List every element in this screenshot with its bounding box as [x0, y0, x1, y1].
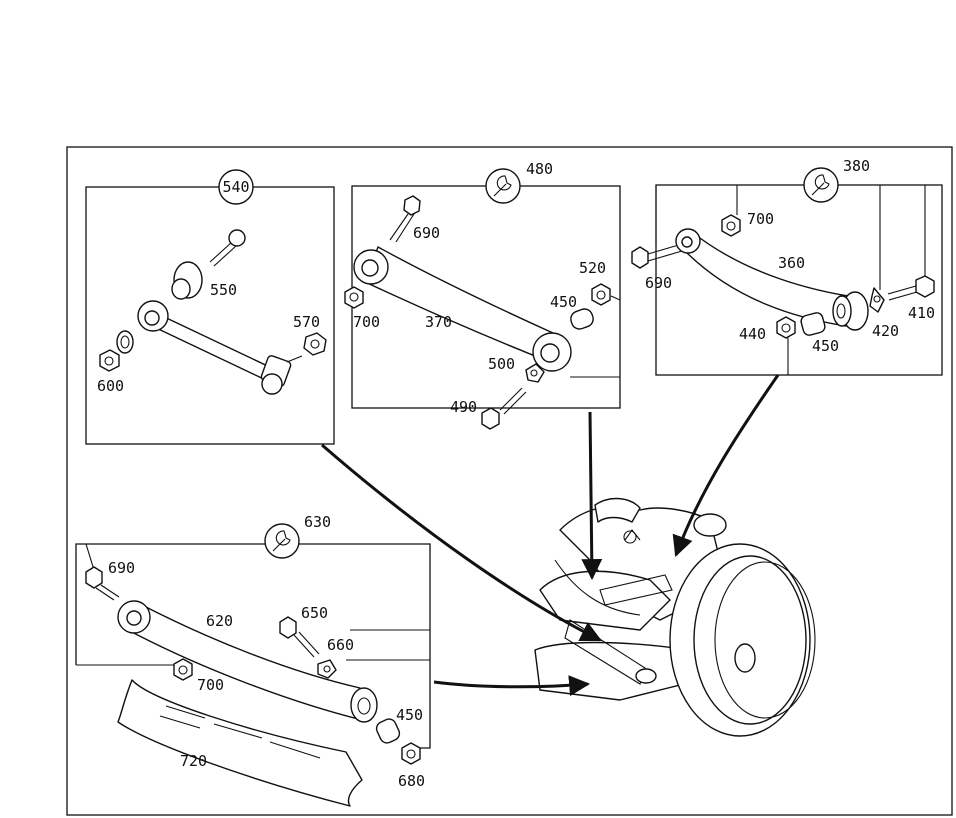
- bushing-450-a: [570, 308, 594, 330]
- callout-540: 540: [222, 178, 249, 196]
- outer-frame: [66, 146, 953, 816]
- group-380-box: [655, 184, 943, 376]
- rear-axle-assembly: [534, 497, 816, 737]
- callout-490: 490: [450, 398, 477, 416]
- nut-700-c: [173, 658, 193, 681]
- callout-700-a: 700: [353, 313, 380, 331]
- eccentric-washer-660: [317, 659, 337, 679]
- group-540-symbol: [218, 169, 254, 205]
- callout-680: 680: [398, 772, 425, 790]
- nut-680: [401, 742, 421, 765]
- callout-520: 520: [579, 259, 606, 277]
- group-480: 480 690 700 370 520: [344, 160, 621, 430]
- callout-380: 380: [843, 157, 870, 175]
- group-630-symbol: [264, 523, 300, 559]
- callout-660: 660: [327, 636, 354, 654]
- arrow-480: [581, 411, 603, 581]
- group-380: 380 700 690 360 420: [631, 157, 943, 376]
- group-630-box: [75, 543, 431, 749]
- bolt-550: [209, 229, 246, 267]
- callout-690-c: 690: [108, 559, 135, 577]
- bolt-410: [887, 275, 935, 301]
- cover-plate-720: [117, 679, 363, 807]
- bolt-690-b: [631, 243, 683, 269]
- arrow-380: [672, 374, 780, 557]
- callout-440: 440: [739, 325, 766, 343]
- control-arm-360: [675, 228, 869, 331]
- wrench-icon: [493, 175, 512, 197]
- callout-410: 410: [908, 304, 935, 322]
- group-380-symbol: [803, 167, 839, 203]
- nut-520: [591, 283, 611, 306]
- control-arm-620: [117, 600, 378, 723]
- bolt-650: [279, 616, 320, 658]
- callout-570: 570: [293, 313, 320, 331]
- nut-700-b: [721, 214, 741, 237]
- callout-360: 360: [778, 254, 805, 272]
- callout-700-b: 700: [747, 210, 774, 228]
- callout-720: 720: [180, 752, 207, 770]
- bolt-490: [481, 387, 527, 430]
- arrow-540: [321, 443, 602, 642]
- group-480-box: [351, 185, 621, 409]
- nut-600: [99, 349, 120, 372]
- callout-690-b: 690: [645, 274, 672, 292]
- callout-450-a: 450: [550, 293, 577, 311]
- callout-700-c: 700: [197, 676, 224, 694]
- callout-370: 370: [425, 313, 452, 331]
- callout-630: 630: [304, 513, 331, 531]
- callout-650: 650: [301, 604, 328, 622]
- callout-550: 550: [210, 281, 237, 299]
- group-480-symbol: [485, 168, 521, 204]
- bolt-690-a: [389, 195, 421, 243]
- callout-480: 480: [526, 160, 553, 178]
- callout-420: 420: [872, 322, 899, 340]
- wrench-icon: [272, 530, 291, 552]
- callout-450-b: 450: [812, 337, 839, 355]
- nut-440: [776, 316, 796, 339]
- arrow-630: [433, 675, 591, 697]
- bushing-550: [171, 261, 203, 300]
- wrench-icon: [811, 174, 830, 196]
- nut-570: [303, 332, 327, 356]
- bushing-450-b: [800, 312, 826, 336]
- callout-500: 500: [488, 355, 515, 373]
- callout-450-c: 450: [396, 706, 423, 724]
- bolt-690-c: [85, 566, 120, 601]
- eccentric-washer-420: [869, 287, 885, 313]
- eccentric-washer-500: [525, 363, 545, 383]
- callout-690-a: 690: [413, 224, 440, 242]
- strut-rod-540: [137, 300, 303, 395]
- callout-620: 620: [206, 612, 233, 630]
- control-arm-370: [353, 246, 572, 372]
- group-540: 540 550 570: [85, 169, 335, 445]
- group-630: 630 690 620 650 660: [75, 513, 431, 807]
- bushing-450-c: [375, 718, 401, 744]
- callout-600: 600: [97, 377, 124, 395]
- nut-700-a: [344, 286, 364, 309]
- group-540-box: [85, 186, 335, 445]
- washer-600: [116, 330, 134, 354]
